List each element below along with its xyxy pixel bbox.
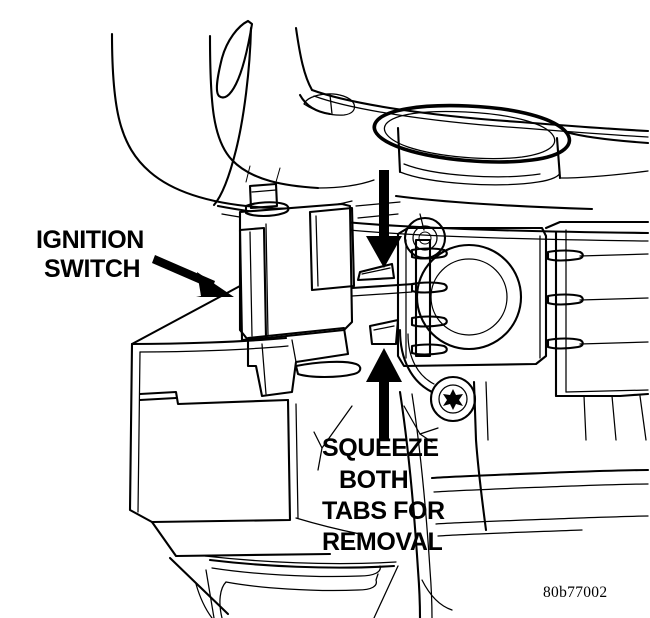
ignition-switch-label-line2: SWITCH bbox=[44, 255, 140, 283]
upper-tab-arrow bbox=[366, 170, 402, 268]
tab-leader-lines bbox=[313, 405, 439, 471]
tilt-lever bbox=[212, 19, 254, 207]
ignition-switch-label-line1: IGNITION bbox=[36, 226, 144, 254]
squeeze-tabs-label-line3: TABS FOR bbox=[322, 497, 445, 525]
lower-tab-arrow bbox=[366, 348, 402, 440]
instrument-cluster-bezel bbox=[372, 103, 650, 186]
misc-detail-lines bbox=[245, 165, 401, 219]
release-tabs bbox=[356, 262, 400, 346]
ignition-switch-body bbox=[238, 182, 416, 398]
column-support-vertical bbox=[398, 380, 650, 618]
switch-mounting-bracket bbox=[396, 216, 548, 423]
instrument-panel-upper bbox=[294, 26, 650, 138]
squeeze-tabs-label-line1: SQUEEZE bbox=[322, 434, 439, 462]
lower-dash-panel bbox=[128, 284, 361, 558]
squeeze-tabs-label-line4: REMOVAL bbox=[322, 528, 442, 556]
squeeze-tabs-callout: SQUEEZE BOTH TABS FOR REMOVAL bbox=[322, 434, 445, 556]
lower-outboard-panel bbox=[168, 555, 399, 618]
ignition-switch-arrow bbox=[152, 255, 234, 297]
right-panel-ribs bbox=[544, 220, 650, 441]
squeeze-tabs-label-line2: BOTH bbox=[339, 466, 408, 494]
ignition-switch-callout: IGNITION SWITCH bbox=[36, 226, 144, 283]
figure-id: 80b77002 bbox=[543, 584, 607, 601]
